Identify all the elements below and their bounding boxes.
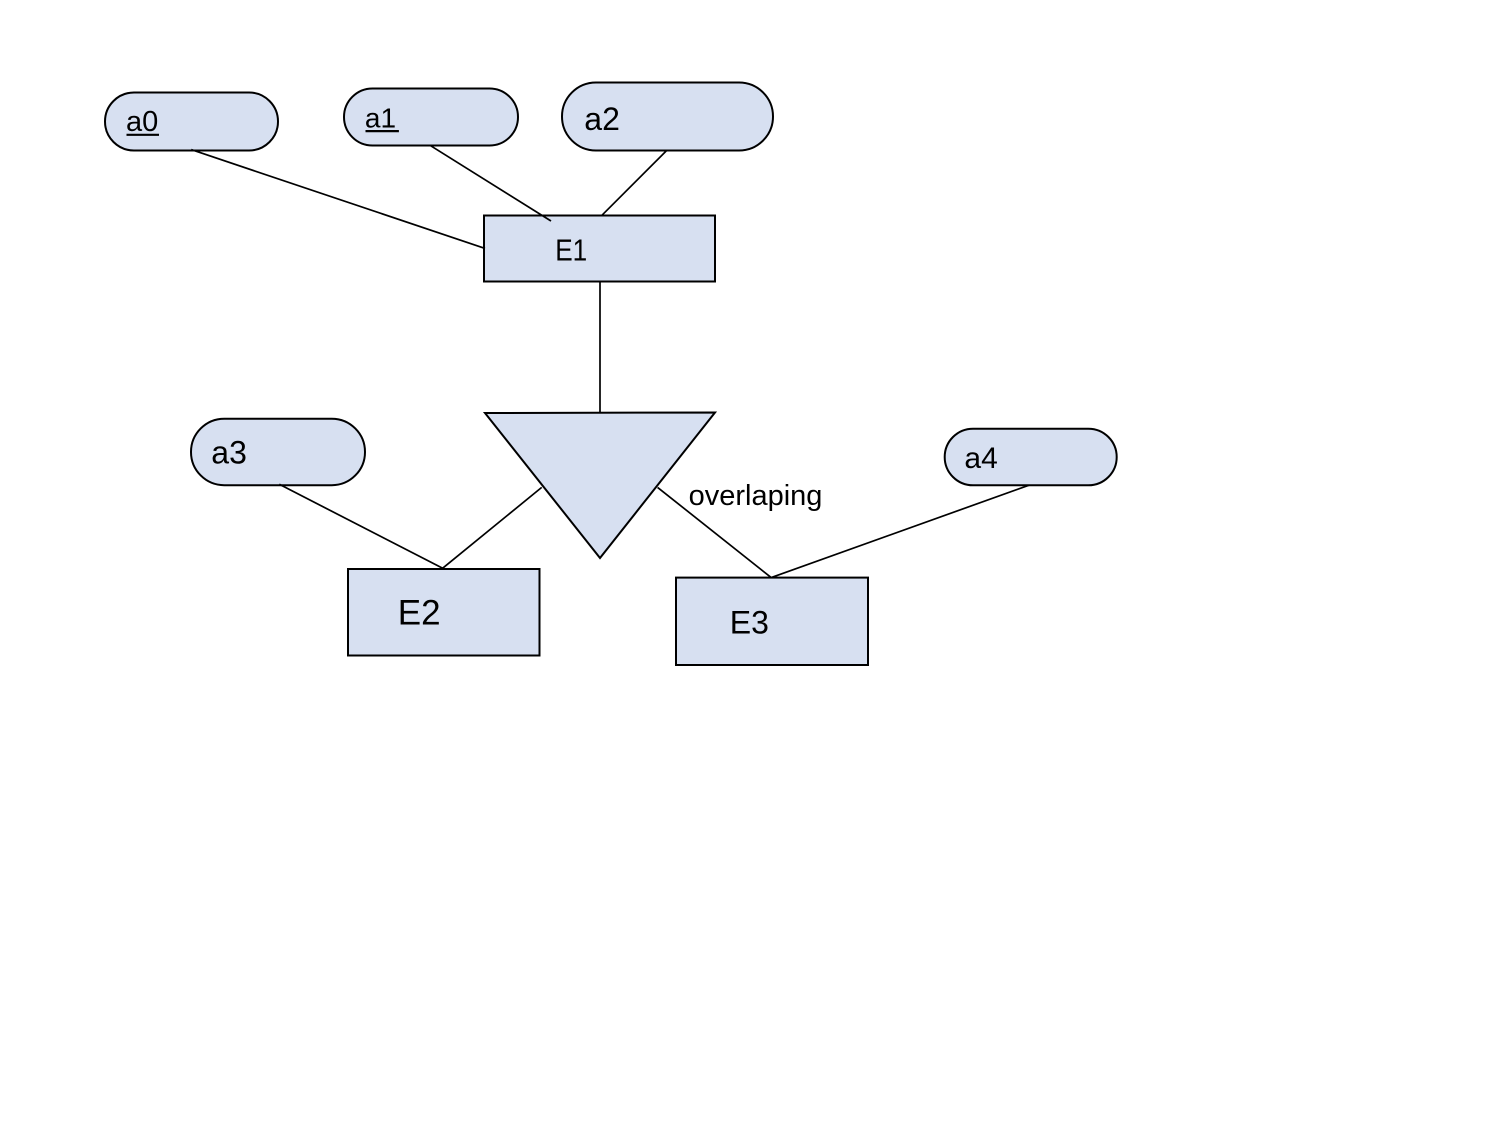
svg-text:a1: a1 [365, 102, 396, 133]
svg-text:E2: E2 [398, 594, 441, 633]
svg-text:a4: a4 [964, 442, 997, 475]
svg-text:E1: E1 [555, 233, 587, 268]
svg-text:a2: a2 [584, 101, 620, 137]
svg-text:a0: a0 [126, 106, 158, 138]
svg-text:a3: a3 [211, 434, 247, 470]
svg-text:overlaping: overlaping [689, 480, 823, 512]
svg-text:E3: E3 [730, 605, 769, 641]
